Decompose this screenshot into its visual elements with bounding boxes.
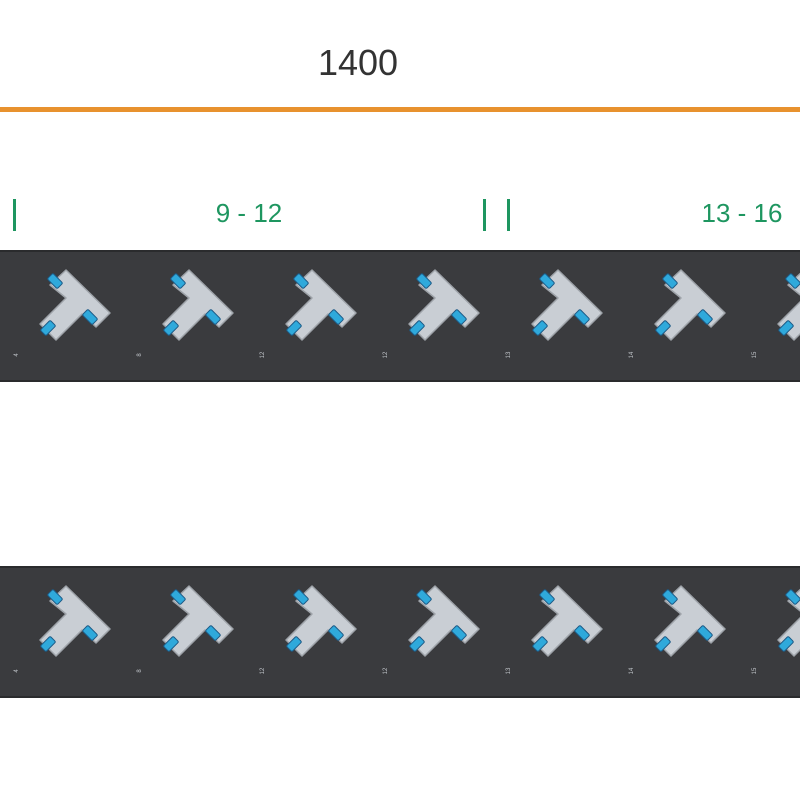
outlet-slot [785,273,800,289]
outlet-slot [416,589,432,605]
t-shaped-outlet-icon: 13 [506,585,603,674]
outlet-slot [163,636,179,652]
outlet-number: 4 [14,353,20,357]
outlet-slot [451,625,467,641]
strip-bottom: 4 8 12 12 13 14 15 [0,566,800,698]
t-shaped-outlet-icon: 4 [14,269,111,357]
outlet-slot [697,625,713,641]
outlet-number: 12 [260,667,266,674]
outlet-number: 14 [629,351,635,358]
outlet-slot [532,320,548,336]
outlet-slot [293,589,309,605]
outlet-slot [697,309,713,325]
outlet-slot [416,273,432,289]
dimension-label: 1400 [318,42,398,83]
t-shaped-outlet-icon: 12 [383,269,480,358]
t-shaped-outlet-icon: 13 [506,269,603,358]
outlet-slot [778,320,794,336]
t-shaped-outlet-icon: 14 [629,585,726,674]
outlet-slot [662,273,678,289]
outlet-number: 12 [383,667,389,674]
outlet-slot [409,636,425,652]
outlet-number: 13 [506,667,512,674]
outlet-slot [655,320,671,336]
outlet-slot [170,273,186,289]
group-label: 13 - 16 [702,198,783,228]
outlet-slot [163,320,179,336]
outlet-slot [82,309,98,325]
t-shaped-outlet-icon: 15 [752,272,800,358]
outlet-slot [662,589,678,605]
strip-edge [0,696,800,698]
t-shaped-outlet-icon: 12 [260,585,357,674]
outlet-number: 15 [752,351,758,358]
outlet-slot [40,636,56,652]
strip-top: 4 8 12 12 13 14 15 [0,250,800,382]
t-shaped-outlet-icon: 15 [752,588,800,674]
strip-edge [0,250,800,252]
t-shaped-outlet-icon: 14 [629,269,726,358]
outlet-slot [785,589,800,605]
t-shaped-outlet-icon: 8 [137,585,234,673]
t-shaped-outlet-icon: 4 [14,585,111,673]
outlet-number: 12 [383,351,389,358]
outlet-slot [328,625,344,641]
outlet-number: 13 [506,351,512,358]
outlet-slot [40,320,56,336]
outlet-slot [328,309,344,325]
outlet-slot [539,273,555,289]
outlet-slot [409,320,425,336]
outlet-slot [293,273,309,289]
t-shaped-outlet-icon: 12 [383,585,480,674]
outlet-slot [82,625,98,641]
outlet-slot [47,273,63,289]
t-shaped-outlet-icon: 8 [137,269,234,357]
outlet-slot [778,636,794,652]
outlet-number: 14 [629,667,635,674]
outlet-slot [47,589,63,605]
outlet-slot [170,589,186,605]
outlet-number: 8 [137,669,143,673]
outlet-slot [655,636,671,652]
strip-edge [0,566,800,568]
outlet-slot [574,309,590,325]
outlet-slot [286,320,302,336]
outlet-number: 4 [14,669,20,673]
group-separator [483,199,486,231]
dimension-line [0,107,800,112]
outlet-slot [205,309,221,325]
outlet-number: 15 [752,667,758,674]
t-shaped-outlet-icon: 12 [260,269,357,358]
outlet-slot [532,636,548,652]
group-separator [507,199,510,231]
outlet-slot [451,309,467,325]
outlet-slot [574,625,590,641]
outlet-slot [205,625,221,641]
group-separator [13,199,16,231]
outlet-slot [286,636,302,652]
outlet-number: 8 [137,353,143,357]
group-label: 9 - 12 [216,198,283,228]
outlet-number: 12 [260,351,266,358]
strip-edge [0,380,800,382]
outlet-plate [777,272,800,341]
strips-layer: 4 8 12 12 13 14 15 4 8 12 12 13 14 15 [0,250,800,698]
outlet-plate [777,588,800,657]
outlet-slot [539,589,555,605]
